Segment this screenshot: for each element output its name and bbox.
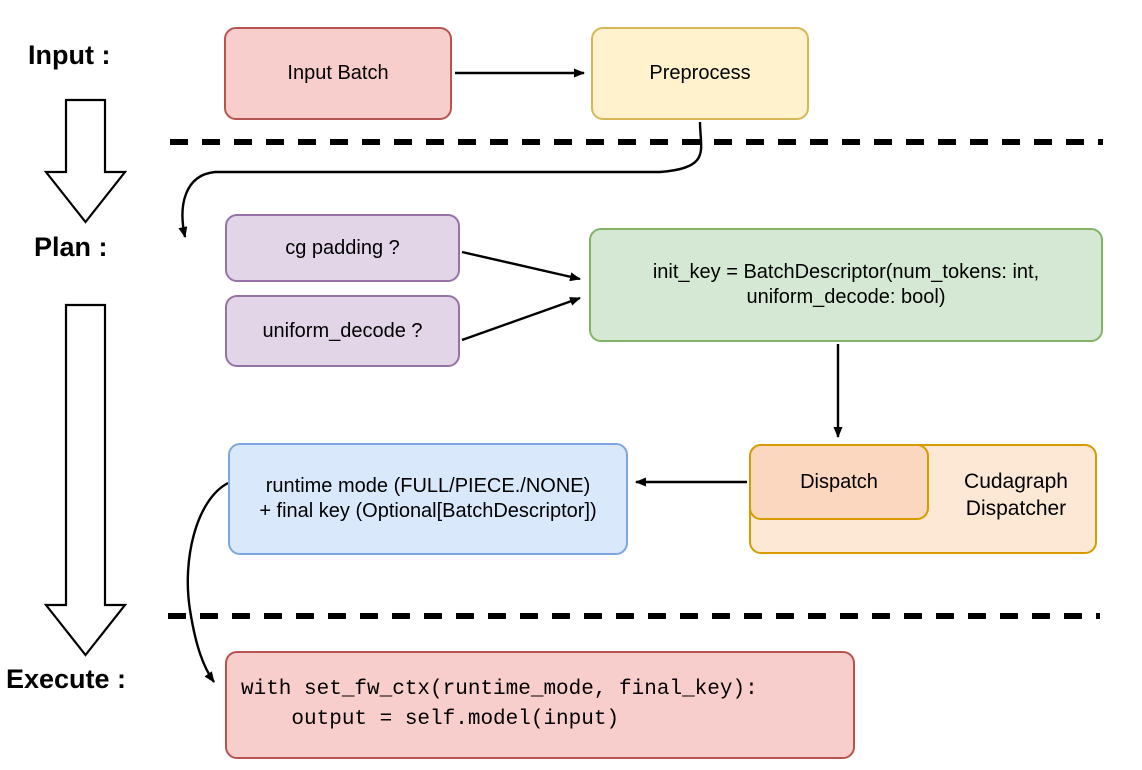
edge-runtime-mode-to-exec-code xyxy=(186,481,229,683)
node-runtime-mode-label: runtime mode (FULL/PIECE./NONE) + final … xyxy=(259,475,597,522)
node-dispatch[interactable]: Dispatch xyxy=(749,444,929,520)
node-preprocess[interactable]: Preprocess xyxy=(591,27,809,120)
node-init-key-label: init_key = BatchDescriptor(num_tokens: i… xyxy=(652,261,1040,308)
stage-label-plan: Plan : xyxy=(34,232,108,262)
node-uniform-decode-label: uniform_decode ? xyxy=(262,319,423,342)
stage-label-execute: Execute : xyxy=(6,664,127,694)
stage-label-input: Input : xyxy=(28,40,111,70)
node-input-batch[interactable]: Input Batch xyxy=(224,27,452,120)
node-preprocess-label: Preprocess xyxy=(649,62,751,84)
flow-arrow-input-to-plan xyxy=(43,98,128,224)
node-runtime-mode[interactable]: runtime mode (FULL/PIECE./NONE) + final … xyxy=(228,443,628,555)
flow-arrow-plan-to-execute xyxy=(43,303,128,657)
node-uniform-decode[interactable]: uniform_decode ? xyxy=(225,295,460,367)
node-execute-code[interactable]: with set_fw_ctx(runtime_mode, final_key)… xyxy=(225,651,855,759)
node-init-key[interactable]: init_key = BatchDescriptor(num_tokens: i… xyxy=(589,228,1103,342)
node-cudagraph-dispatcher-label: Cudagraph Dispatcher xyxy=(964,470,1068,521)
node-dispatch-label: Dispatch xyxy=(800,470,878,493)
edge-preprocess-to-cg-padding xyxy=(178,121,703,238)
edge-uniform-decode-to-init-key xyxy=(461,296,581,342)
node-input-batch-label: Input Batch xyxy=(287,62,389,84)
node-cg-padding-label: cg padding ? xyxy=(285,236,400,259)
edge-cg-padding-to-init-key xyxy=(461,250,581,282)
node-cg-padding[interactable]: cg padding ? xyxy=(225,214,460,282)
node-execute-code-label: with set_fw_ctx(runtime_mode, final_key)… xyxy=(241,677,758,731)
